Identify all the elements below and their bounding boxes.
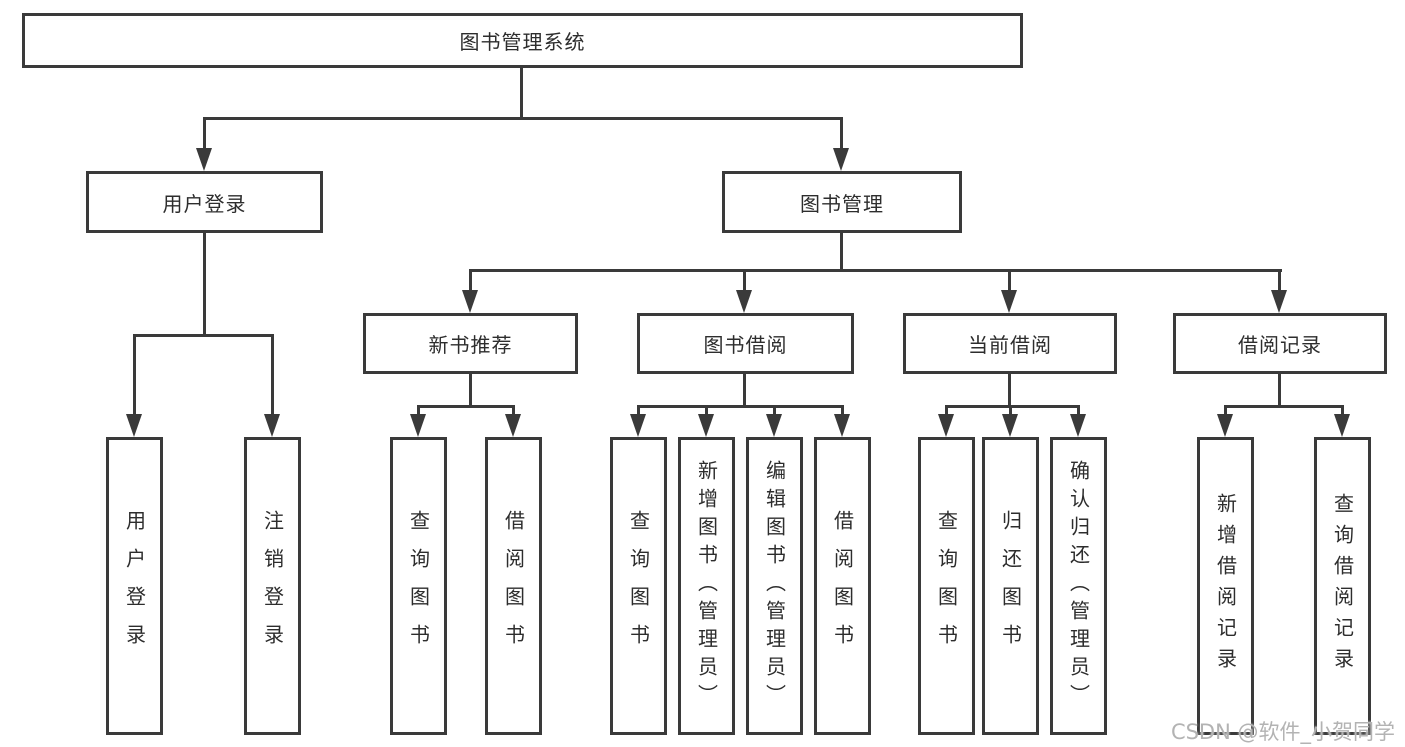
- leaf-add-borrow-record: 新增借阅记录: [1197, 437, 1254, 735]
- arrow-down-icon: [834, 414, 850, 437]
- arrow-down-icon: [1001, 290, 1017, 313]
- arrow-down-icon: [462, 290, 478, 313]
- arrow-down-icon: [1002, 414, 1018, 437]
- connector-line: [743, 269, 746, 293]
- connector-line: [1224, 405, 1344, 408]
- connector-line: [743, 374, 746, 408]
- leaf-borrow-books: 借阅图书: [814, 437, 871, 735]
- connector-line: [1077, 405, 1080, 417]
- connector-line: [705, 405, 708, 417]
- arrow-down-icon: [736, 290, 752, 313]
- connector-line: [840, 233, 843, 272]
- leaf-edit-book-admin: 编辑图书（管理员）: [746, 437, 803, 735]
- arrow-down-icon: [698, 414, 714, 437]
- connector-line: [203, 233, 206, 337]
- connector-line: [133, 334, 274, 337]
- connector-line: [841, 405, 844, 417]
- leaf-borrow-books-recommend: 借阅图书: [485, 437, 542, 735]
- node-book-management: 图书管理: [722, 171, 962, 233]
- connector-line: [203, 117, 843, 120]
- node-user-login: 用户登录: [86, 171, 323, 233]
- connector-line: [203, 117, 206, 150]
- node-current-borrow: 当前借阅: [903, 313, 1117, 374]
- leaf-query-books-recommend: 查询图书: [390, 437, 447, 735]
- connector-line: [637, 405, 844, 408]
- arrow-down-icon: [126, 414, 142, 437]
- connector-line: [945, 405, 948, 417]
- arrow-down-icon: [1070, 414, 1086, 437]
- arrow-down-icon: [833, 148, 849, 171]
- connector-line: [773, 405, 776, 417]
- arrow-down-icon: [196, 148, 212, 171]
- arrow-down-icon: [938, 414, 954, 437]
- connector-line: [637, 405, 640, 417]
- leaf-add-book-admin: 新增图书（管理员）: [678, 437, 735, 735]
- arrow-down-icon: [410, 414, 426, 437]
- node-library-management-system: 图书管理系统: [22, 13, 1023, 68]
- connector-line: [469, 269, 1282, 272]
- leaf-return-book: 归还图书: [982, 437, 1039, 735]
- leaf-query-books-current: 查询图书: [918, 437, 975, 735]
- connector-line: [840, 117, 843, 150]
- csdn-watermark: CSDN @软件_小贺同学: [1170, 720, 1395, 744]
- node-borrow-records: 借阅记录: [1173, 313, 1387, 374]
- node-book-borrow: 图书借阅: [637, 313, 854, 374]
- arrow-down-icon: [1271, 290, 1287, 313]
- connector-line: [1008, 374, 1011, 408]
- connector-line: [520, 68, 523, 118]
- arrow-down-icon: [505, 414, 521, 437]
- connector-line: [1009, 405, 1012, 417]
- arrow-down-icon: [1334, 414, 1350, 437]
- arrow-down-icon: [766, 414, 782, 437]
- connector-line: [417, 405, 420, 417]
- connector-line: [469, 374, 472, 408]
- leaf-user-login: 用户登录: [106, 437, 163, 735]
- leaf-logout: 注销登录: [244, 437, 301, 735]
- connector-line: [512, 405, 515, 417]
- connector-line: [1278, 374, 1281, 408]
- arrow-down-icon: [630, 414, 646, 437]
- connector-line: [1341, 405, 1344, 417]
- leaf-confirm-return-admin: 确认归还（管理员）: [1050, 437, 1107, 735]
- connector-line: [1278, 269, 1281, 293]
- connector-line: [271, 334, 274, 415]
- node-new-book-recommend: 新书推荐: [363, 313, 578, 374]
- connector-line: [133, 334, 136, 415]
- arrow-down-icon: [264, 414, 280, 437]
- connector-line: [417, 405, 515, 408]
- connector-line: [945, 405, 1080, 408]
- connector-line: [1008, 269, 1011, 293]
- arrow-down-icon: [1217, 414, 1233, 437]
- leaf-query-borrow-record: 查询借阅记录: [1314, 437, 1371, 735]
- connector-line: [469, 269, 472, 293]
- connector-line: [1224, 405, 1227, 417]
- leaf-query-books-borrow: 查询图书: [610, 437, 667, 735]
